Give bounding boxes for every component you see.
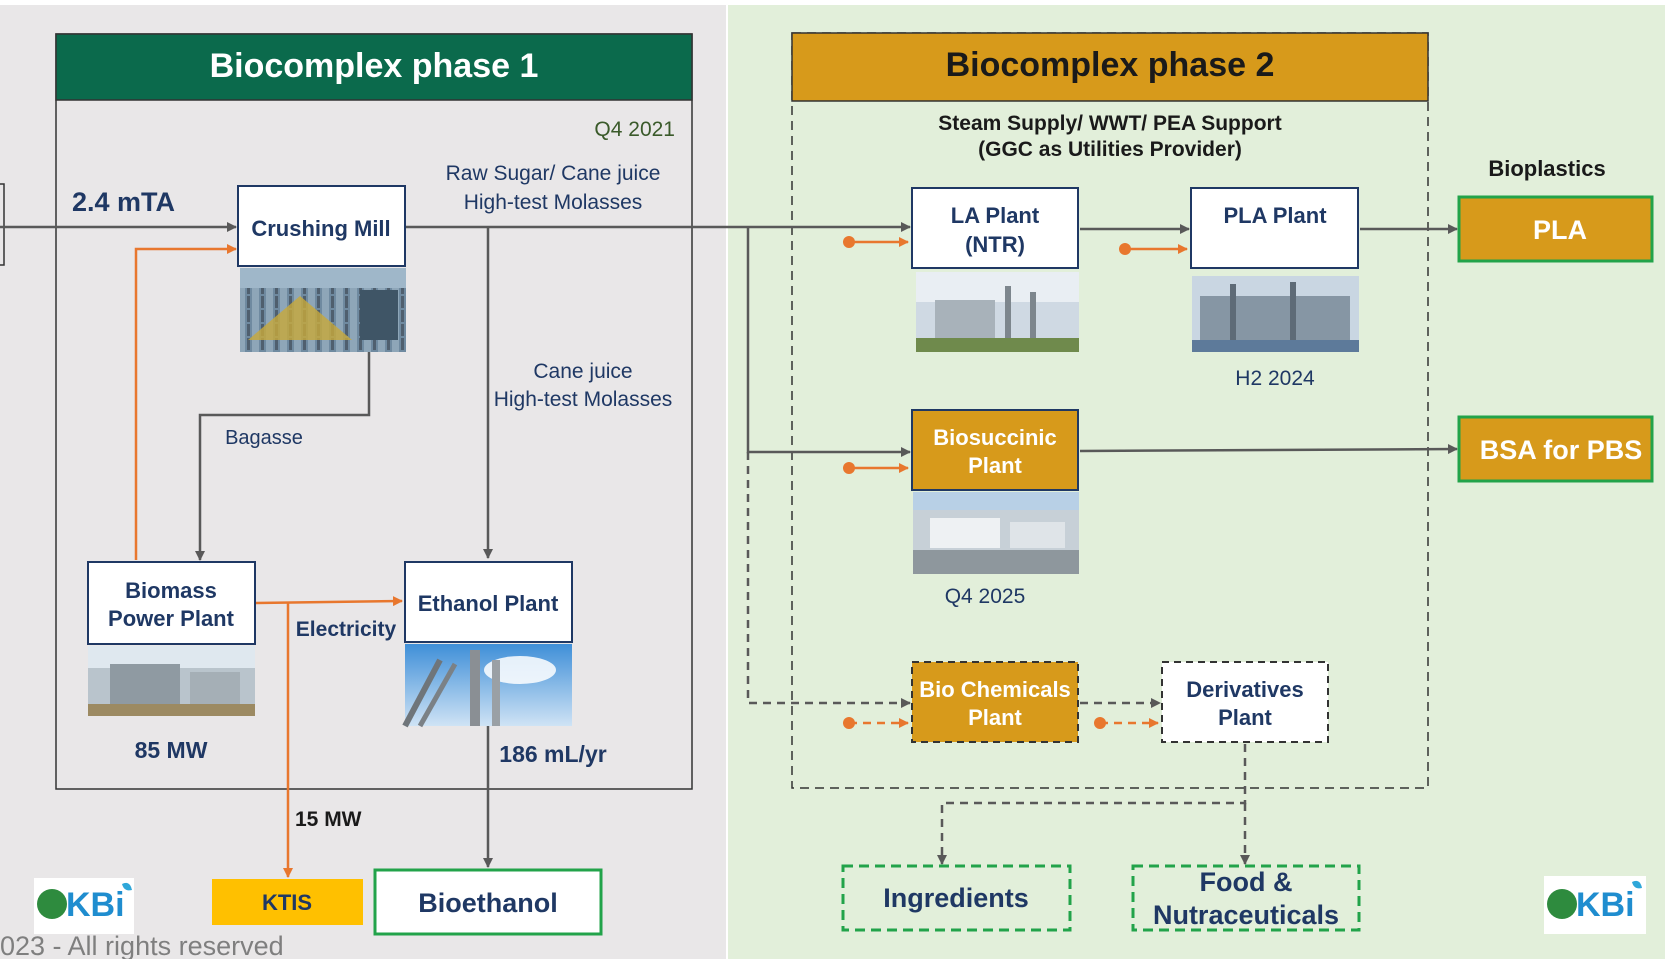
bioethanol-box	[373, 868, 603, 936]
biochem-plant-line1: Bio Chemicals	[919, 677, 1071, 702]
utilities-line2: (GGC as Utilities Provider)	[978, 138, 1242, 161]
orange-connectors	[134, 237, 1188, 878]
biosuccinic-date: Q4 2025	[945, 585, 1026, 608]
biochem-plant-box	[911, 661, 1079, 743]
biomass-plant-line1: Biomass	[125, 578, 217, 603]
pla-date: H2 2024	[1235, 367, 1315, 390]
biomass-plant-line2: Power Plant	[108, 606, 235, 631]
pla-output-label: PLA	[1533, 215, 1587, 245]
la-plant-line1: LA Plant	[951, 203, 1040, 228]
bioethanol-label: Bioethanol	[418, 888, 558, 918]
pla-plant-label: PLA Plant	[1223, 203, 1327, 228]
biosuccinic-plant-line1: Biosuccinic	[933, 425, 1056, 450]
cane-juice-label-line1: Cane juice	[533, 360, 632, 383]
copyright-text: 023 - All rights reserved	[0, 931, 284, 959]
food-line2: Nutraceuticals	[1153, 900, 1339, 930]
derivatives-plant-box	[1161, 661, 1329, 743]
phase1-date: Q4 2021	[594, 118, 675, 141]
utilities-line1: Steam Supply/ WWT/ PEA Support	[938, 112, 1281, 135]
logo-text-right: KBi	[1576, 886, 1635, 924]
input-source-box-edge	[0, 183, 5, 266]
biosuccinic-plant-line2: Plant	[968, 453, 1022, 478]
dashed-connectors	[746, 452, 1250, 865]
crushing-mill-box	[237, 185, 406, 267]
ethanol-capacity: 186 mL/yr	[499, 741, 606, 767]
biomass-plant-photo	[88, 646, 255, 716]
export-power: 15 MW	[295, 808, 362, 831]
crushing-mill-label: Crushing Mill	[251, 216, 390, 241]
la-plant-box	[911, 187, 1079, 269]
biomass-capacity: 85 MW	[135, 737, 208, 763]
phase1-header	[55, 33, 693, 101]
biosuccinic-plant-box	[911, 409, 1079, 491]
la-plant-line2: (NTR)	[965, 232, 1025, 257]
crushing-mill-photo	[240, 268, 406, 352]
phase2-title: Biocomplex phase 2	[946, 46, 1275, 84]
raw-sugar-label-line2: High-test Molasses	[464, 191, 643, 214]
pla-output-box	[1457, 195, 1654, 263]
raw-sugar-label-line1: Raw Sugar/ Cane juice	[446, 162, 661, 185]
la-plant-photo	[916, 272, 1079, 352]
company-logo-left: KBi	[34, 878, 134, 934]
input-capacity: 2.4 mTA	[72, 187, 175, 217]
biosuccinic-plant-photo	[913, 492, 1079, 574]
bagasse-label: Bagasse	[225, 427, 303, 449]
ktis-box	[212, 879, 363, 925]
ethanol-plant-label: Ethanol Plant	[418, 591, 559, 616]
derivatives-plant-line2: Plant	[1218, 705, 1272, 730]
ingredients-box	[841, 864, 1072, 932]
pla-plant-box	[1190, 187, 1359, 269]
ethanol-plant-box	[404, 561, 573, 643]
logo-text-left: KBi	[66, 886, 125, 924]
company-logo-right: KBi	[1544, 876, 1646, 934]
orange-dots	[843, 236, 1131, 729]
biomass-plant-box	[87, 561, 256, 645]
phase1-background	[0, 5, 726, 959]
gray-connectors	[0, 222, 1458, 868]
biochem-plant-line2: Plant	[968, 705, 1022, 730]
electricity-label: Electricity	[296, 618, 397, 641]
bioplastics-label: Bioplastics	[1488, 156, 1605, 181]
ktis-label: KTIS	[262, 890, 312, 915]
ethanol-plant-photo	[402, 644, 572, 728]
derivatives-plant-line1: Derivatives	[1186, 677, 1303, 702]
bsa-output-box	[1457, 415, 1654, 483]
pla-plant-photo	[1192, 276, 1359, 352]
food-box	[1131, 864, 1361, 932]
cane-juice-label-line2: High-test Molasses	[494, 388, 673, 411]
bsa-output-label: BSA for PBS	[1480, 435, 1643, 465]
food-line1: Food &	[1200, 867, 1293, 897]
phase2-header	[791, 32, 1429, 102]
ingredients-label: Ingredients	[883, 883, 1029, 913]
phase1-title: Biocomplex phase 1	[210, 47, 539, 85]
